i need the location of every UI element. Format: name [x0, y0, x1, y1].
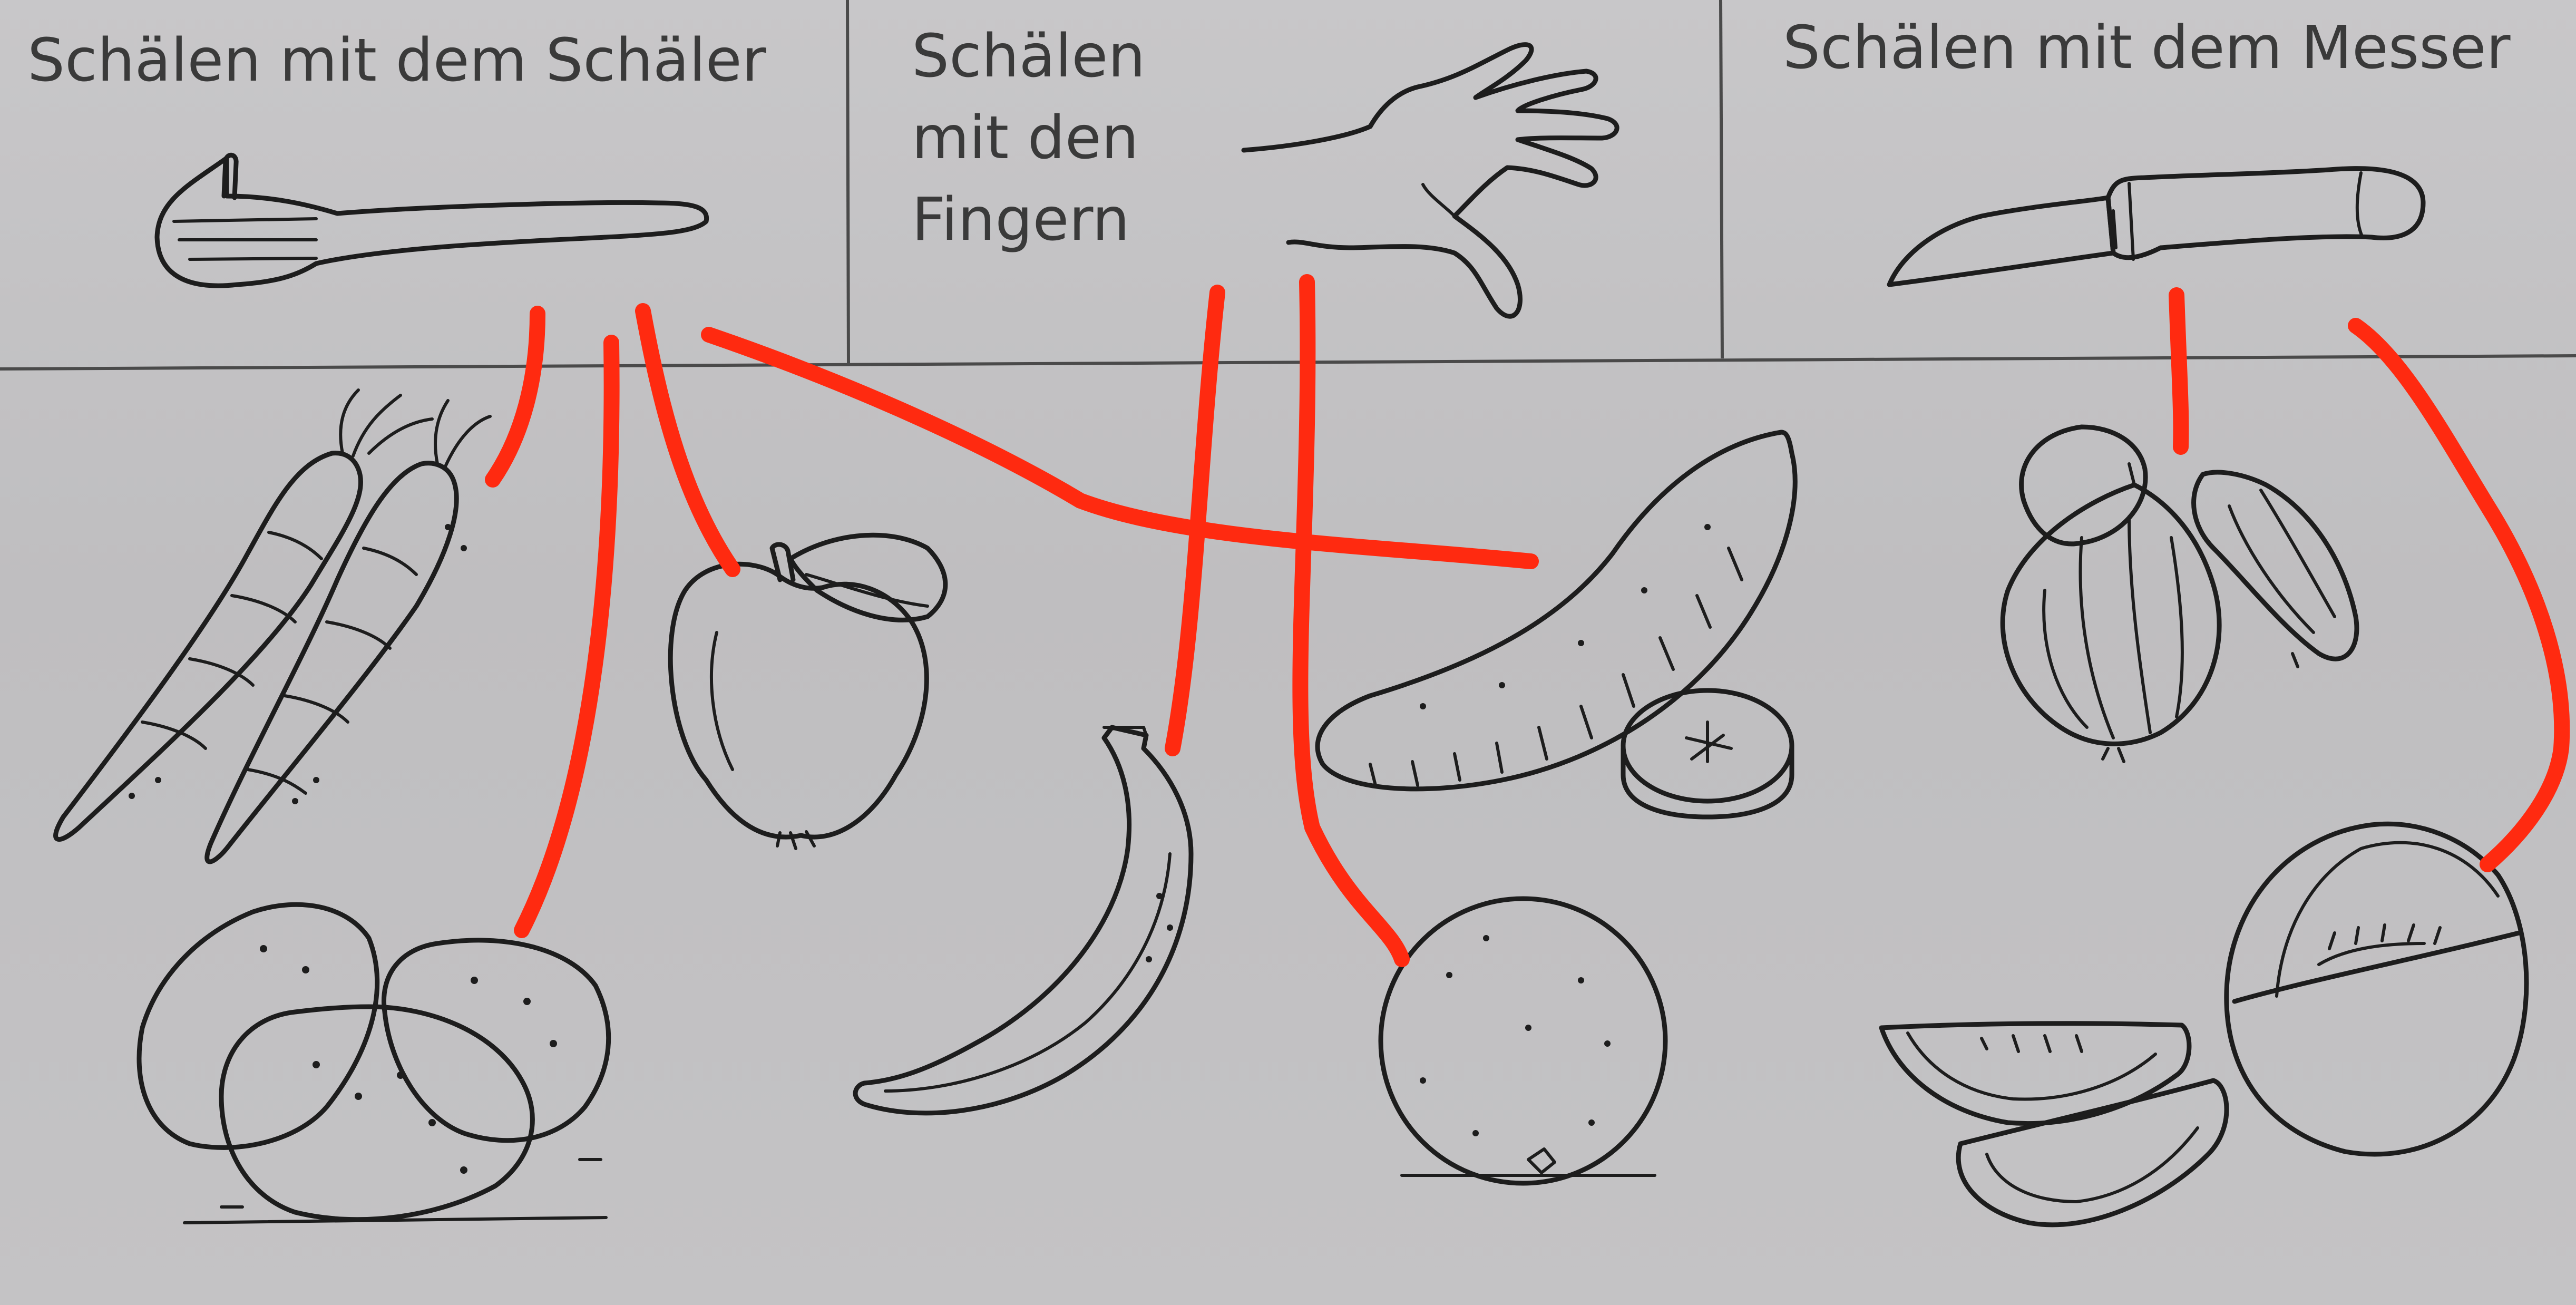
peeler-icon: [157, 155, 707, 286]
column-divider-1: [847, 0, 848, 364]
matching-lines: [493, 282, 2562, 959]
match-line-fingers-orange: [1300, 282, 1402, 959]
column-divider-2: [1721, 0, 1722, 358]
match-line-peeler-cucumber: [709, 335, 1531, 561]
carrot-illustration: [56, 390, 490, 862]
match-line-peeler-potato: [522, 343, 612, 930]
melon-illustration: [1881, 824, 2526, 1225]
header-divider: [0, 356, 2576, 369]
onion-illustration: [2003, 427, 2357, 762]
orange-illustration: [1381, 899, 1665, 1183]
match-line-peeler-apple: [643, 311, 733, 569]
match-line-peeler-carrot: [493, 314, 538, 480]
banana-illustration: [855, 727, 1191, 1113]
potato-illustration: [139, 904, 609, 1223]
match-line-knife-melon: [2356, 326, 2562, 864]
match-line-knife-onion: [2177, 295, 2181, 447]
hand-icon: [1244, 45, 1617, 317]
cucumber-illustration: [1318, 432, 1795, 817]
table-frame: [0, 0, 2576, 369]
knife-icon: [1889, 169, 2423, 285]
apple-illustration: [670, 535, 945, 849]
